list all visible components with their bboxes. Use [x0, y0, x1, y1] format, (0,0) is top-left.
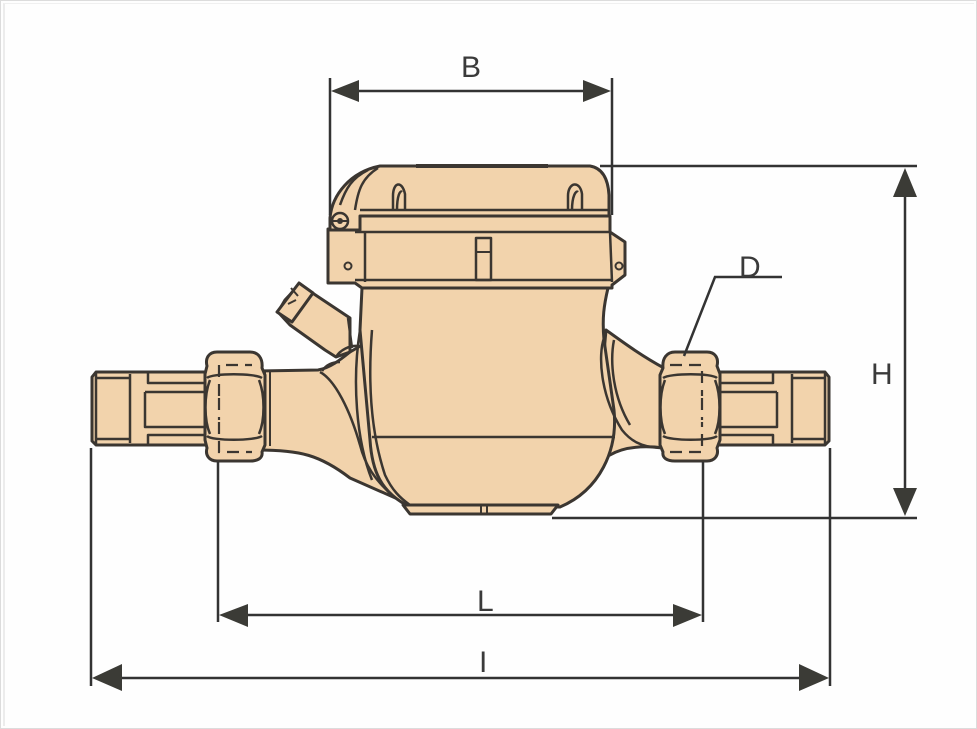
left-union-nut: [203, 350, 271, 463]
right-coupling: [710, 370, 831, 447]
side-plug: [275, 281, 359, 359]
label-i: I: [479, 646, 488, 679]
label-d: D: [739, 251, 761, 284]
dimension-i: [89, 448, 832, 691]
dimension-l: [216, 462, 705, 627]
dimension-d: [682, 275, 782, 357]
label-l: L: [477, 585, 494, 618]
dimension-b: [328, 78, 614, 215]
left-coupling: [90, 370, 217, 447]
dimension-h: [552, 164, 917, 520]
register-head: [326, 164, 627, 290]
label-b: B: [461, 51, 482, 84]
meter-body: [256, 286, 666, 516]
right-union-nut: [658, 350, 722, 463]
label-h: H: [871, 358, 893, 391]
